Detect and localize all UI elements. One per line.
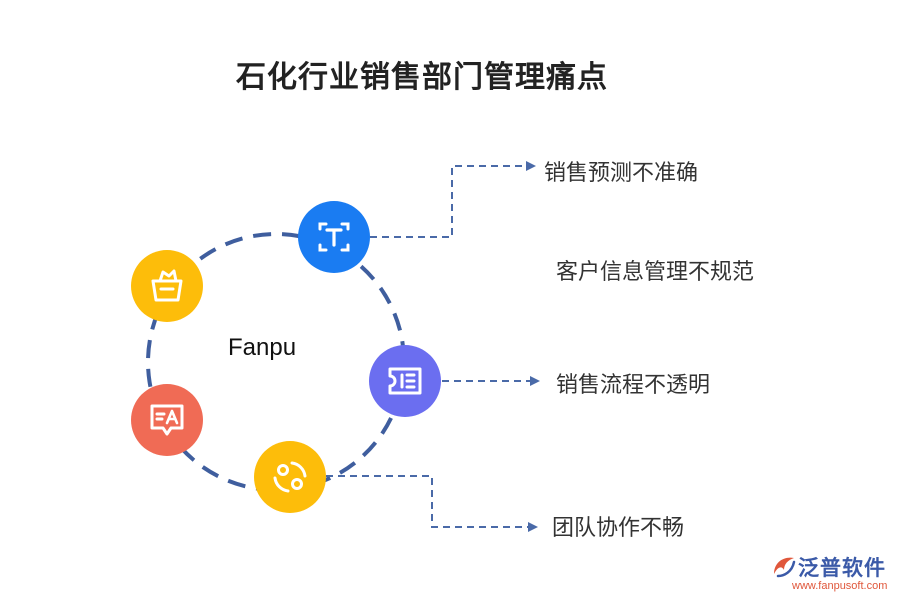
arrow-4 (528, 522, 538, 532)
logo-url: www.fanpusoft.com (792, 580, 888, 592)
translate-icon (131, 384, 203, 456)
arrow-3 (530, 376, 540, 386)
page-title: 石化行业销售部门管理痛点 (236, 60, 608, 95)
connector-1 (370, 165, 528, 238)
point-sales-forecast: 销售预测不准确 (544, 161, 699, 186)
swap-cycle-icon (254, 441, 326, 513)
brand-logo: 泛普软件 www.fanpusoft.com (770, 552, 894, 596)
basket-icon (131, 250, 203, 322)
logo-mark-icon (774, 557, 796, 578)
arrow-1 (526, 161, 536, 171)
logo-name: 泛普软件 (798, 556, 886, 580)
text-t-icon (298, 201, 370, 273)
connector-4 (326, 475, 528, 528)
point-team-collab: 团队协作不畅 (552, 516, 685, 541)
point-customer-info: 客户信息管理不规范 (556, 260, 755, 285)
point-sales-process: 销售流程不透明 (556, 373, 711, 398)
ticket-list-icon (369, 345, 441, 417)
center-label: Fanpu (228, 334, 297, 361)
